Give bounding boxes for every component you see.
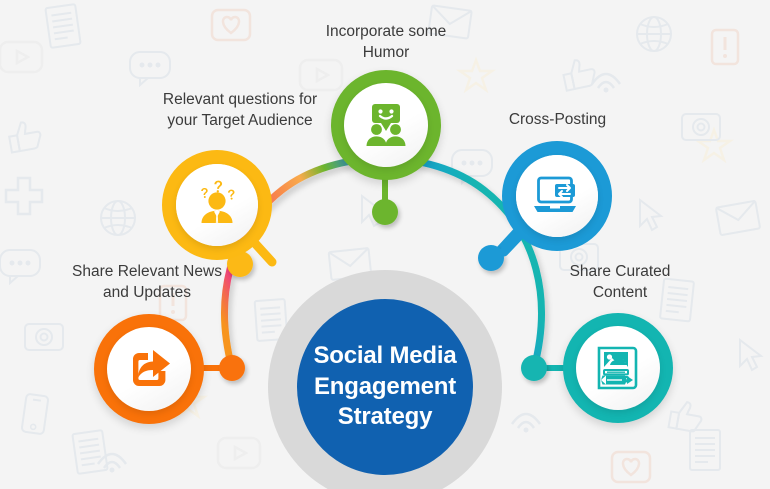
- node-ring-share-curated-content: [563, 313, 673, 423]
- laptop-exchange-magnifier-icon: [534, 176, 576, 212]
- page-title: Social Media Engagement Strategy: [313, 341, 457, 431]
- node-label-share-curated-content: Share Curated Content: [569, 263, 671, 301]
- share-arrow-icon: [133, 350, 170, 386]
- node-inner-relevant-questions: [176, 164, 258, 246]
- arc-dot-cross-posting: [478, 245, 504, 271]
- node-incorporate-humor[interactable]: [331, 70, 441, 180]
- center-hub: Social Media Engagement Strategy: [268, 270, 502, 489]
- node-ring-cross-posting: [499, 141, 612, 257]
- arc-dot-humor: [372, 199, 398, 225]
- node-label-cross-posting: Cross-Posting: [508, 111, 607, 128]
- node-inner-incorporate-humor: [344, 83, 428, 167]
- node-label-relevant-questions: Relevant questions for your Target Audie…: [162, 91, 318, 129]
- node-inner-share-relevant-news: [107, 327, 191, 411]
- node-label-share-relevant-news: Share Relevant News and Updates: [72, 263, 222, 301]
- node-inner-cross-posting: [516, 155, 598, 237]
- node-relevant-questions[interactable]: [162, 150, 278, 268]
- node-label-incorporate-humor: Incorporate some Humor: [325, 23, 447, 61]
- node-inner-share-curated-content: [576, 326, 660, 410]
- document-pencil-image-icon: [597, 346, 638, 390]
- node-ring-relevant-questions: [162, 150, 277, 267]
- node-cross-posting[interactable]: [498, 140, 616, 258]
- smiley-speech-people-icon: [366, 104, 406, 146]
- node-ring-share-relevant-news: [94, 314, 204, 424]
- arc-dot-curated-content: [521, 355, 547, 381]
- node-share-relevant-news[interactable]: [94, 314, 204, 424]
- center-hub-core: Social Media Engagement Strategy: [297, 299, 473, 475]
- node-ring-incorporate-humor: [331, 70, 441, 180]
- node-share-curated-content[interactable]: [563, 313, 673, 423]
- arc-dot-relevant-questions: [227, 251, 253, 277]
- person-question-magnifier-icon: [201, 180, 235, 224]
- arc-dot-share-news: [219, 355, 245, 381]
